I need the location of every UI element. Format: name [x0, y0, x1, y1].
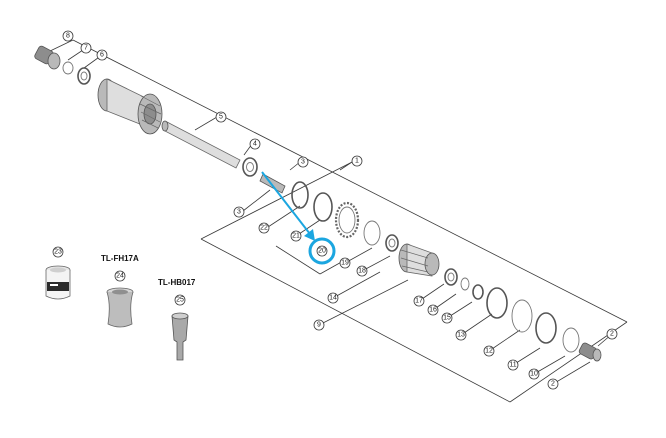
washer-7 [62, 61, 74, 75]
end-cap-right [578, 342, 602, 362]
ring-13 [486, 287, 508, 319]
svg-text:2: 2 [610, 331, 614, 338]
callout-20: 20 [316, 245, 328, 257]
washer-15 [460, 277, 470, 291]
svg-text:14: 14 [329, 295, 337, 302]
callout-3-lower: 3 [233, 206, 245, 218]
callout-16: 16 [427, 304, 439, 316]
bearing-4 [242, 157, 258, 177]
callout-2-lower: 2 [547, 378, 559, 390]
ring-10 [562, 327, 580, 353]
svg-text:20: 20 [318, 248, 326, 255]
callout-14: 14 [327, 292, 339, 304]
svg-text:6: 6 [100, 52, 104, 59]
freehub-body-17 [398, 243, 440, 277]
callout-3-upper: 3 [297, 156, 309, 168]
svg-text:19: 19 [341, 260, 349, 267]
callout-4: 4 [249, 138, 261, 150]
svg-text:4: 4 [253, 141, 257, 148]
seal-21 [313, 192, 333, 222]
callout-13: 13 [455, 329, 467, 341]
callout-18: 18 [356, 265, 368, 277]
axle-5 [161, 120, 241, 169]
svg-text:12: 12 [485, 348, 493, 355]
parts [34, 45, 602, 362]
ring-22 [291, 181, 309, 209]
tool-label-tl-fh17a: TL-FH17A [101, 254, 139, 263]
callout-7: 7 [80, 42, 92, 54]
ring-12 [511, 299, 533, 333]
svg-text:25: 25 [176, 297, 184, 304]
svg-text:3: 3 [237, 209, 241, 216]
grease-jar-icon [45, 265, 71, 300]
ring-11 [535, 312, 557, 344]
svg-text:24: 24 [116, 273, 124, 280]
svg-text:18: 18 [358, 268, 366, 275]
svg-text:17: 17 [415, 298, 423, 305]
callout-8: 8 [62, 30, 74, 42]
bearing-18 [385, 234, 399, 252]
ratchet-ring-20 [334, 201, 360, 239]
leader-lines [47, 39, 628, 403]
svg-text:11: 11 [509, 362, 516, 369]
svg-text:16: 16 [429, 307, 437, 314]
callout-22: 22 [258, 222, 270, 234]
callout-1: 1 [351, 155, 363, 167]
svg-text:1: 1 [355, 158, 359, 165]
callout-15: 15 [441, 312, 453, 324]
callout-10: 10 [528, 368, 540, 380]
callout-6: 6 [96, 49, 108, 61]
svg-text:23: 23 [54, 249, 62, 256]
callout-12: 12 [483, 345, 495, 357]
callout-9: 9 [313, 319, 325, 331]
ring-14 [472, 284, 484, 300]
svg-text:9: 9 [317, 322, 321, 329]
washer-19 [363, 220, 381, 246]
svg-text:21: 21 [292, 233, 300, 240]
callout-24: 24 [114, 270, 126, 282]
hub-body [97, 78, 163, 135]
svg-text:15: 15 [443, 315, 451, 322]
callout-23: 23 [52, 246, 64, 258]
svg-text:22: 22 [260, 225, 268, 232]
callout-5: 5 [215, 111, 227, 123]
highlight-arrow [261, 171, 336, 265]
svg-text:2: 2 [551, 381, 555, 388]
svg-text:3: 3 [301, 159, 305, 166]
svg-text:8: 8 [66, 33, 70, 40]
callout-11: 11 [507, 359, 519, 371]
svg-text:7: 7 [84, 45, 88, 52]
svg-text:5: 5 [219, 114, 223, 121]
callout-19: 19 [339, 257, 351, 269]
tool-sleeve-icon [106, 287, 134, 328]
end-cap-left [34, 45, 61, 70]
bearing-16 [444, 268, 458, 286]
bearing-6 [77, 67, 91, 85]
callout-25: 25 [174, 294, 186, 306]
callout-17: 17 [413, 295, 425, 307]
svg-text:13: 13 [457, 332, 465, 339]
callout-21: 21 [290, 230, 302, 242]
tool-label-tl-hb017: TL-HB017 [158, 278, 196, 287]
callout-2-right: 2 [606, 328, 618, 340]
spacer-3 [259, 173, 286, 194]
tool-shaft-icon [171, 312, 189, 361]
svg-text:10: 10 [530, 371, 538, 378]
